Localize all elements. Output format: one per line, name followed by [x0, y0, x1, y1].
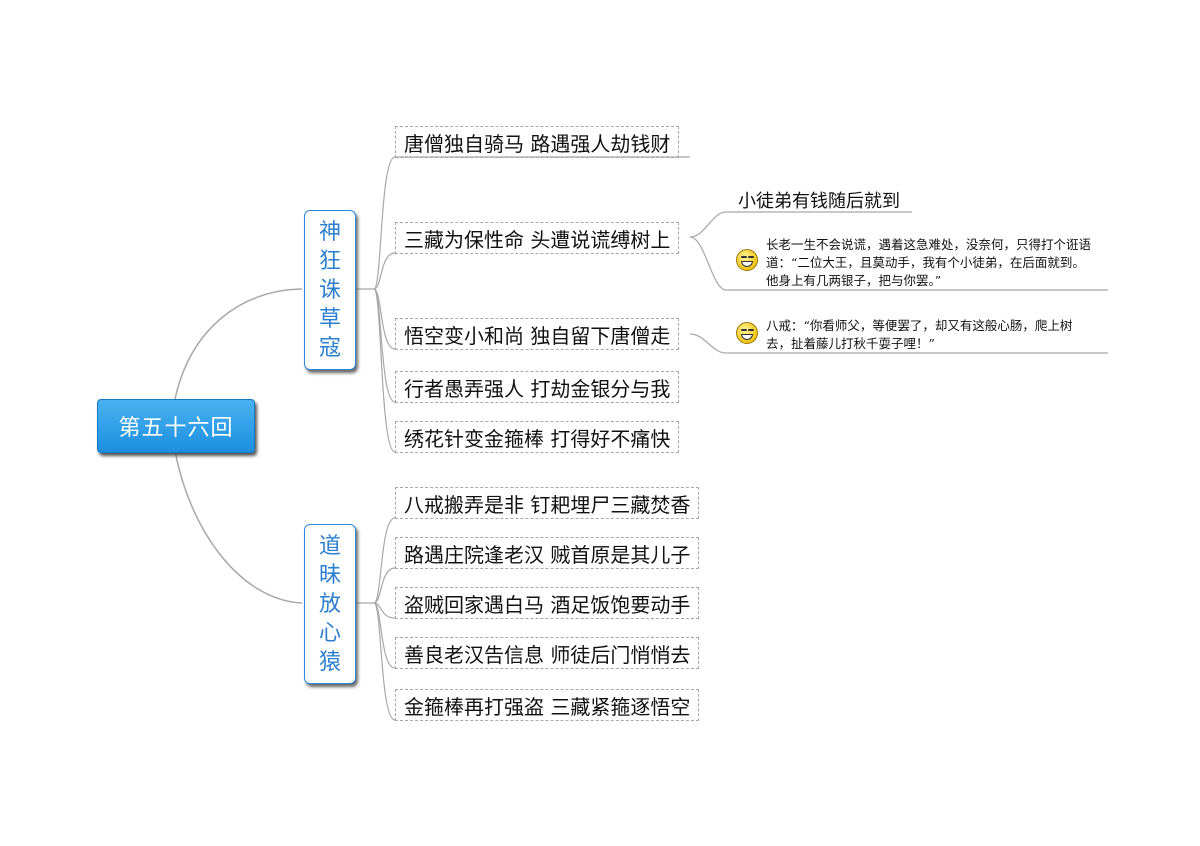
root-topic-label: 第五十六回	[118, 416, 234, 441]
subtopic-heading[interactable]: 小徒弟有钱随后就到	[738, 191, 900, 212]
leaf-topic[interactable]: 行者愚弄强人 打劫金银分与我	[395, 371, 680, 403]
connector-root-branch2	[174, 450, 303, 604]
note-text[interactable]: 八戒：“你看师父，等便罢了，却又有这般心肠，爬上树去，扯着藤儿打秋千耍子哩！”	[766, 318, 1073, 351]
branch-1-char: 神	[318, 219, 341, 245]
branch-1-char: 狂	[318, 248, 341, 274]
leaf-topic[interactable]: 悟空变小和尚 独自留下唐僧走	[395, 318, 680, 350]
branch-2-char: 放	[318, 591, 341, 617]
leaf-topic[interactable]: 金箍棒再打强盗 三藏紧箍逐悟空	[395, 689, 700, 721]
branch-topic-2[interactable]: 道 昧 放 心 猿	[304, 524, 356, 684]
laughing-face-icon	[736, 322, 758, 344]
branch-1-char: 草	[318, 306, 341, 332]
leaf-topic[interactable]: 路遇庄院逢老汉 贼首原是其儿子	[395, 537, 700, 569]
laughing-face-icon	[736, 249, 758, 271]
branch-1-char: 诛	[318, 277, 341, 303]
leaf-topic[interactable]: 唐僧独自骑马 路遇强人劫钱财	[395, 126, 680, 158]
branch-2-char: 道	[318, 533, 341, 559]
root-topic[interactable]: 第五十六回	[97, 399, 255, 453]
connector-root-branch1	[174, 288, 303, 400]
leaf-topic[interactable]: 善良老汉告信息 师徒后门悄悄去	[395, 637, 700, 669]
branch-topic-1[interactable]: 神 狂 诛 草 寇	[304, 210, 356, 370]
leaf-topic[interactable]: 绣花针变金箍棒 打得好不痛快	[395, 421, 680, 453]
leaf-topic[interactable]: 盗贼回家遇白马 酒足饭饱要动手	[395, 587, 700, 619]
leaf-topic[interactable]: 三藏为保性命 头遭说谎缚树上	[395, 222, 680, 254]
leaf-topic[interactable]: 八戒搬弄是非 钉耙埋尸三藏焚香	[395, 487, 700, 519]
note-text[interactable]: 长老一生不会说谎，遇着这急难处，没奈何，只得打个诳语道：“二位大王，且莫动手，我…	[766, 237, 1092, 288]
branch-2-char: 昧	[318, 562, 341, 588]
branch-2-char: 猿	[318, 649, 341, 675]
branch-2-char: 心	[318, 620, 341, 646]
branch-1-char: 寇	[318, 335, 341, 361]
